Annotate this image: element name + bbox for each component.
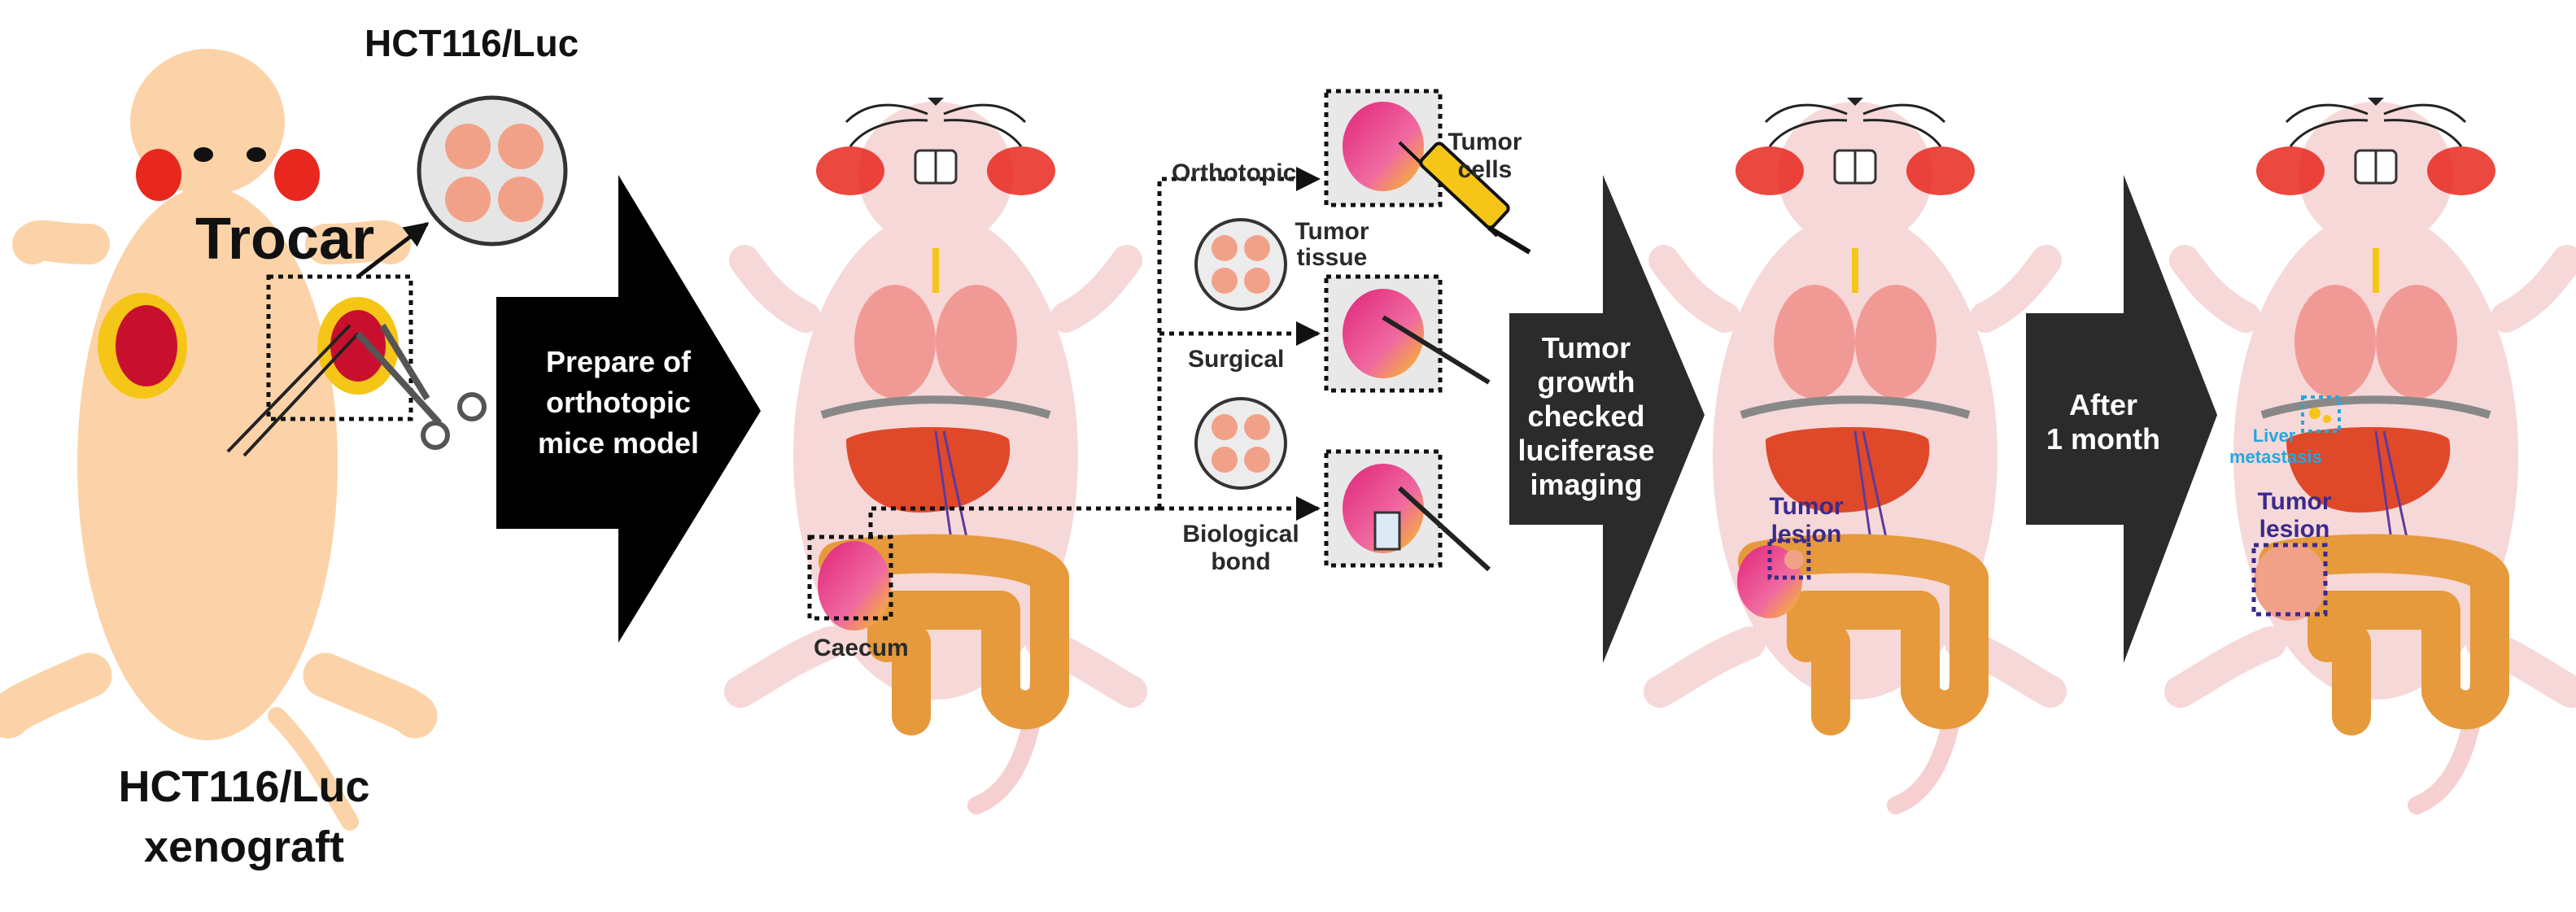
arrow1-text-1: Prepare of <box>545 345 692 378</box>
scissors-icon <box>356 323 487 450</box>
biological-bond-label-2: bond <box>1211 548 1271 575</box>
trocar-box <box>266 274 413 421</box>
arrow3-text-1: After <box>2068 388 2137 421</box>
ear-right <box>274 149 320 201</box>
procedure-surgical <box>1324 274 1491 393</box>
liver-metastasis-2: metastasis <box>2229 447 2322 467</box>
xenograft-mouse <box>0 49 487 831</box>
arrow1-text-2: orthotopic <box>546 386 691 419</box>
procedure-biological-bond <box>1324 449 1491 572</box>
arrow2-text-4: luciferase <box>1517 434 1655 467</box>
tumor-lesion-box-b <box>2251 543 2328 617</box>
mouse-recipient <box>740 98 1131 805</box>
procedure-orthotopic <box>1324 89 1531 255</box>
arrow2-text-2: growth <box>1537 365 1635 399</box>
arrow2-text-1: Tumor <box>1541 331 1631 364</box>
caecum-label: Caecum <box>814 635 909 661</box>
liver-metastasis-box <box>2301 395 2341 433</box>
tumor-tissue-label-2: tissue <box>1296 244 1368 271</box>
trocar-label: Trocar <box>195 207 375 272</box>
arrow3-text-2: 1 month <box>2046 422 2160 456</box>
tumor-cells-label-1: Tumor <box>1447 129 1522 155</box>
bond-dish <box>1194 397 1287 490</box>
mouse-metastasis <box>2181 98 2571 805</box>
xenograft-title-1: HCT116/Luc <box>118 762 370 811</box>
arrow1-text-3: mice model <box>537 426 700 460</box>
tumor-lesion-b-1: Tumor <box>2257 488 2332 515</box>
tumor-lesion-a-2: lesion <box>1770 521 1842 548</box>
source-title: HCT116/Luc <box>365 22 579 64</box>
tumor-lesion-box-a <box>1767 539 1811 580</box>
mouse-tumor-growth <box>1660 98 2050 805</box>
tumor-cells-label-2: cells <box>1457 156 1513 183</box>
tumor-lesion-b-2: lesion <box>2259 516 2330 543</box>
cell-dish-source <box>417 95 568 247</box>
tumor-lesion-a-1: Tumor <box>1769 493 1844 520</box>
xenograft-title-2: xenograft <box>143 823 345 871</box>
arrow2-text-5: imaging <box>1530 468 1643 501</box>
surgical-label: Surgical <box>1188 346 1285 373</box>
caecum-box <box>807 535 893 621</box>
orthotopic-label: Orthotopic <box>1172 159 1297 186</box>
tumor-tissue-label-1: Tumor <box>1295 218 1369 245</box>
arrow-step-2 <box>1509 175 1705 663</box>
biological-bond-label-1: Biological <box>1182 521 1299 548</box>
syringe-icon <box>1398 141 1531 255</box>
caecum-organ <box>818 541 891 631</box>
ear-left <box>136 149 181 201</box>
liver-metastasis-1: Liver <box>2252 425 2296 446</box>
tissue-dish <box>1194 218 1287 311</box>
arrow-step-3 <box>2026 175 2217 663</box>
arrow2-text-3: checked <box>1527 399 1645 433</box>
arrow-step-1 <box>496 175 761 643</box>
